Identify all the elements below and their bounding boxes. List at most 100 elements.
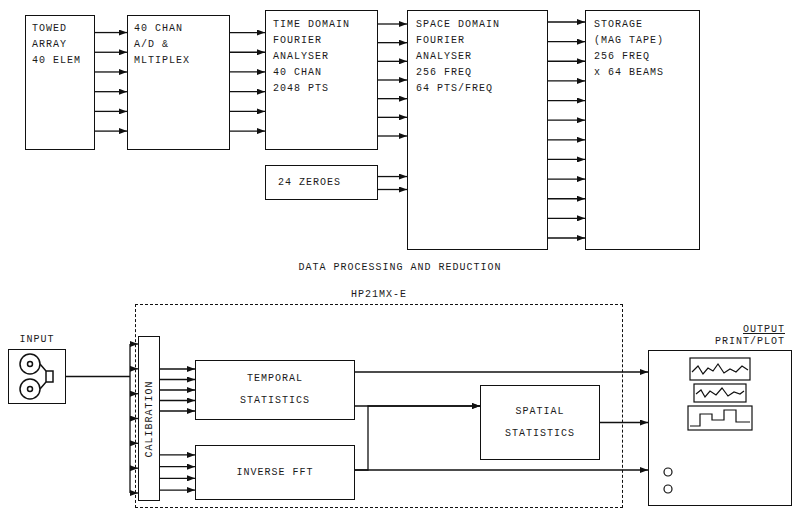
signal-connector xyxy=(66,344,138,493)
section-heading: DATA PROCESSING AND REDUCTION xyxy=(296,262,503,273)
reel-hub xyxy=(28,362,33,367)
connector-line xyxy=(130,393,138,394)
signal-connector xyxy=(355,470,648,471)
tape-path xyxy=(40,364,46,389)
connector-line xyxy=(378,189,407,190)
control-knob xyxy=(664,485,672,493)
process-box: INVERSE FFT xyxy=(195,445,355,500)
connector-line xyxy=(95,91,127,92)
signal-connector xyxy=(355,406,480,470)
connector-line xyxy=(130,492,138,493)
node-label: 24 ZEROES xyxy=(278,176,341,190)
node-label: 40 CHAN xyxy=(134,21,183,37)
output-plots xyxy=(664,358,752,493)
signal-connector xyxy=(95,33,127,132)
connector-line xyxy=(548,218,585,219)
connector-line xyxy=(230,91,265,92)
connector-line xyxy=(160,478,195,479)
plot-trace xyxy=(690,410,750,426)
node-label: x 64 BEAMS xyxy=(594,65,664,81)
connector-line xyxy=(378,61,407,62)
node-label: 2048 PTS xyxy=(273,81,329,97)
plot-frame xyxy=(690,358,750,380)
node-label: INVERSE FFT xyxy=(236,466,313,480)
connector-line xyxy=(230,32,265,33)
node-label: 40 ELEM xyxy=(32,53,81,69)
connector-line xyxy=(160,454,195,455)
connector-line xyxy=(230,111,265,112)
tape-head xyxy=(46,371,53,382)
signal-connector xyxy=(160,369,195,411)
connector-line xyxy=(548,80,585,81)
connector-line xyxy=(160,400,195,401)
connector-line xyxy=(378,23,407,24)
connector-line xyxy=(230,52,265,53)
connector-line xyxy=(548,41,585,42)
node-heading: OUTPUT xyxy=(740,324,788,336)
process-box: TEMPORAL STATISTICS xyxy=(195,360,355,420)
connector-line xyxy=(130,468,138,469)
tape-reels xyxy=(20,354,53,399)
node-heading: PRINT/PLOT xyxy=(712,336,788,348)
connector-line xyxy=(548,178,585,179)
connector-line xyxy=(378,117,407,118)
process-box: SPATIAL STATISTICS xyxy=(480,385,600,460)
connector-line xyxy=(95,52,127,53)
process-box: SPACE DOMAIN FOURIER ANALYSER256 FREQ64 … xyxy=(407,10,548,250)
connector-line xyxy=(160,489,195,490)
connector-line xyxy=(130,368,138,369)
connector-line xyxy=(378,98,407,99)
connector-line xyxy=(355,406,480,470)
reel xyxy=(20,379,40,399)
node-label: 256 FREQ xyxy=(416,65,472,81)
connector-line xyxy=(160,466,195,467)
node-heading: INPUT xyxy=(16,333,57,347)
device-outline xyxy=(8,349,66,404)
connector-line xyxy=(130,418,138,419)
process-box: CALIBRATION xyxy=(138,336,160,501)
connector-line xyxy=(600,422,648,423)
connector-line xyxy=(160,389,195,390)
connector-line xyxy=(378,135,407,136)
signal-connector xyxy=(548,22,585,238)
sensor-box: TOWED ARRAY40 ELEM xyxy=(25,15,95,150)
plot-frame xyxy=(688,406,752,430)
connector-line xyxy=(548,100,585,101)
connector-line xyxy=(130,343,138,344)
computer-boundary: HP21MX-E CALIBRATION TEMPORAL STATISTICS IN… xyxy=(135,288,623,508)
signal-connector xyxy=(355,372,648,373)
signal-connector xyxy=(378,24,407,136)
connector-line xyxy=(130,443,138,444)
node-label: 64 PTS/FREQ xyxy=(416,81,493,97)
device-outline xyxy=(648,350,792,506)
connector-line xyxy=(66,376,130,377)
connector-line xyxy=(378,176,407,177)
connector-line xyxy=(548,21,585,22)
node-heading: HP21MX-E xyxy=(348,288,410,302)
node-label: TIME DOMAIN FOURIER ANALYSER xyxy=(273,17,355,65)
dashed-boundary xyxy=(135,304,623,508)
reel xyxy=(20,354,40,374)
node-label: TOWED ARRAY xyxy=(32,21,88,53)
plot-trace xyxy=(692,364,748,374)
connector-line xyxy=(95,71,127,72)
node-label: TEMPORAL STATISTICS xyxy=(235,368,315,412)
node-label: SPACE DOMAIN FOURIER ANALYSER xyxy=(416,17,508,65)
node-label: STORAGE (MAG TAPE) xyxy=(594,17,668,49)
reel-hub xyxy=(28,387,33,392)
connector-line xyxy=(378,42,407,43)
signal-connector xyxy=(600,422,648,423)
node-label: SPATIAL STATISTICS xyxy=(500,401,580,445)
signal-connector xyxy=(230,33,265,132)
connector-line xyxy=(95,130,127,131)
connector-line xyxy=(160,379,195,380)
plot-frame xyxy=(694,384,746,402)
node-label: CALIBRATION xyxy=(142,380,156,457)
connector-line xyxy=(230,71,265,72)
connector-line xyxy=(230,130,265,131)
